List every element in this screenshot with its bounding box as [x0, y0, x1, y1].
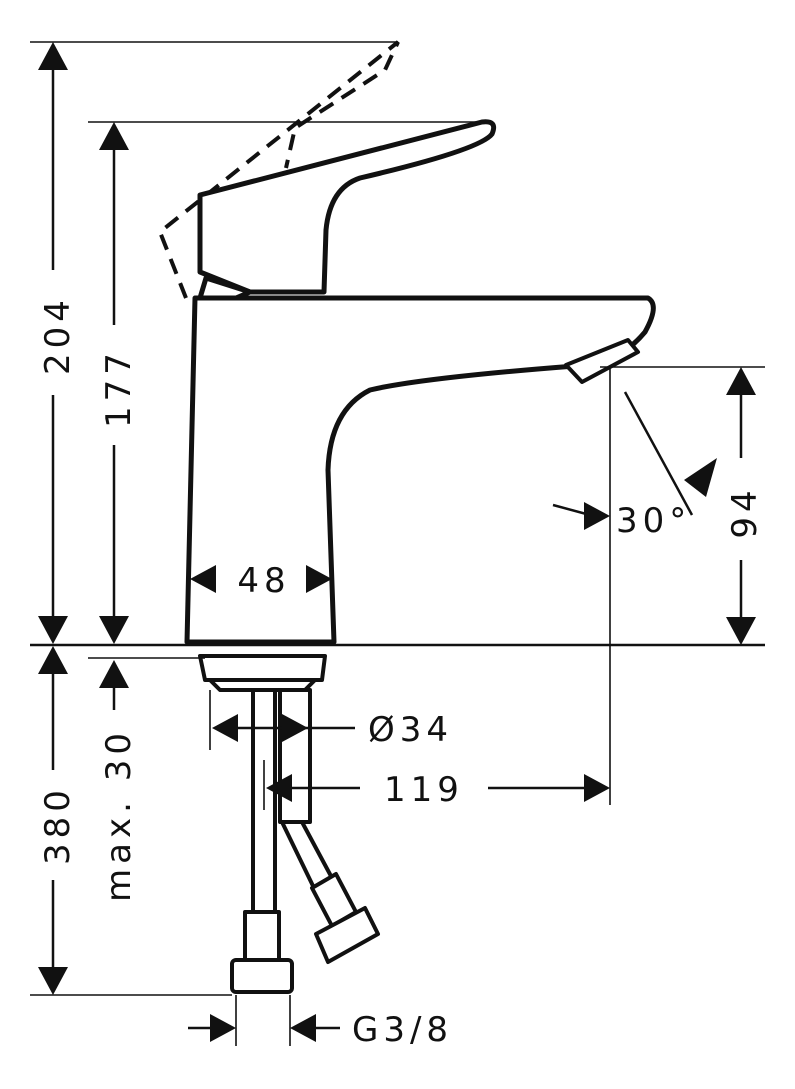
arrow-30-right: [684, 458, 717, 497]
label-spray-angle: 30°: [616, 501, 691, 541]
arrow-119-left: [266, 774, 292, 802]
label-spout-top-height: 177: [99, 348, 139, 428]
faucet-outline: [157, 40, 656, 994]
dimension-lines: [30, 41, 765, 1046]
faucet-body: [184, 295, 656, 645]
label-body-width: 48: [237, 561, 290, 601]
label-connection-thread: G3/8: [352, 1010, 453, 1050]
arrow-94-top: [726, 367, 756, 395]
arrow-g38-right: [290, 1014, 316, 1042]
angle-ray: [623, 391, 694, 516]
angle-leader-left: [552, 503, 591, 517]
aerator: [564, 338, 640, 384]
label-overall-height: 204: [38, 295, 78, 375]
dimension-labels: 204 177 94 48 30° 380 max. 30 Ø34 119 G3…: [38, 295, 765, 1050]
arrow-94-bottom: [726, 617, 756, 645]
arrow-380-top: [38, 646, 68, 674]
arrow-d34-left: [212, 714, 238, 742]
mounting-nut: [198, 654, 327, 682]
arrow-380-bottom: [38, 967, 68, 995]
hose-fitting-straight: [243, 910, 281, 962]
arrow-max30-top: [99, 660, 129, 688]
arrow-d34-right: [282, 714, 308, 742]
arrow-30-left: [584, 502, 610, 530]
threaded-shank: [278, 688, 312, 824]
lever-raised-dashed: [157, 40, 400, 299]
arrow-204-bottom: [38, 616, 68, 644]
arrow-177-bottom: [99, 616, 129, 644]
arrow-48-right: [306, 565, 332, 593]
lever-handle: [197, 119, 497, 295]
label-below-deck-length: 380: [38, 785, 78, 865]
arrow-204-top: [38, 42, 68, 70]
hose-nut-straight: [230, 958, 294, 994]
arrow-48-left: [190, 565, 216, 593]
arrow-177-top: [99, 122, 129, 150]
label-outlet-height: 94: [725, 485, 765, 538]
hose-nut-angled: [314, 906, 380, 964]
label-shank-diameter: Ø34: [368, 710, 453, 750]
arrow-119-right: [584, 774, 610, 802]
arrow-g38-left: [210, 1014, 236, 1042]
hose-angled: [280, 820, 334, 890]
label-spout-reach: 119: [384, 770, 464, 810]
label-max-deck-thickness: max. 30: [99, 728, 139, 902]
